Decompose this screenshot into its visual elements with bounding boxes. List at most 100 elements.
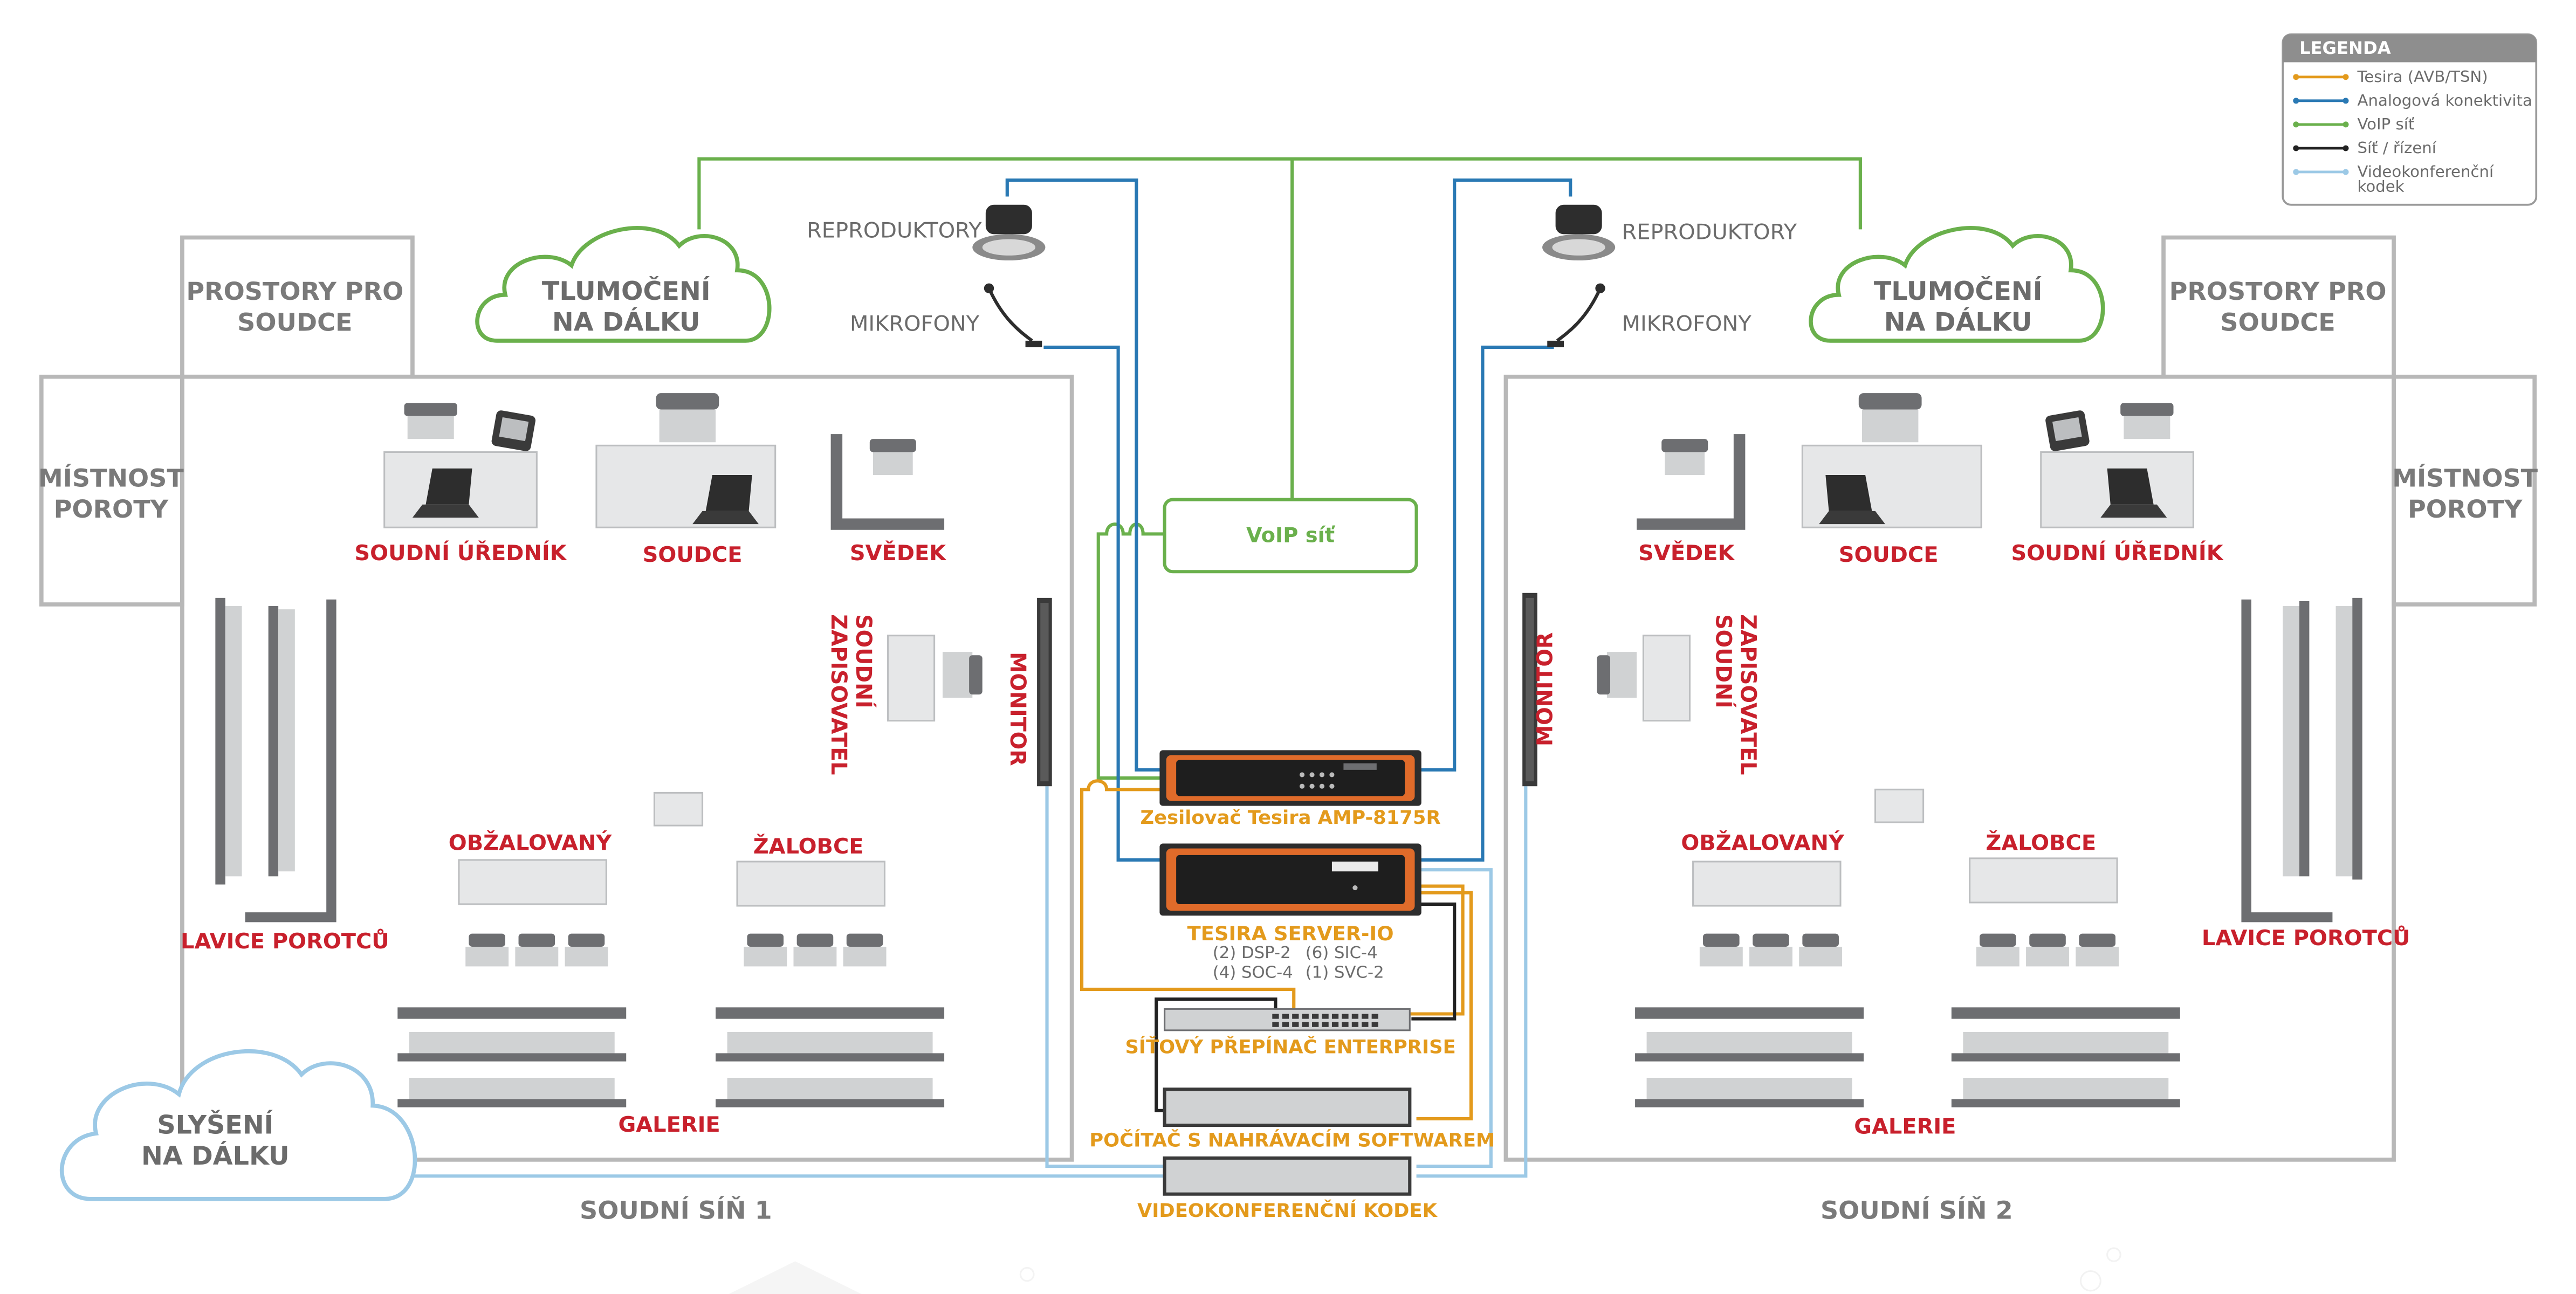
switch-port — [1292, 1014, 1299, 1019]
walls — [39, 235, 2537, 1162]
switch-port — [1351, 1022, 1359, 1027]
microphone-icon — [1547, 284, 1605, 347]
switch-port — [1322, 1022, 1329, 1027]
video-codec — [1163, 1156, 1412, 1196]
switch-port — [1282, 1022, 1289, 1027]
remote-hearing-line1: SLYŠENÍ — [157, 1110, 273, 1140]
jury-box-label-right: LAVICE POROTCŮ — [2202, 925, 2410, 951]
interpretation-cloud-left — [475, 226, 772, 343]
monitor-label-right: MONITOR — [1533, 632, 1557, 746]
jury-room-left-line2: POROTY — [54, 494, 169, 524]
courtroom-2-label: SOUDNÍ SÍŇ 2 — [1821, 1195, 2013, 1224]
switch-port — [1292, 1022, 1299, 1027]
witness-label-right: SVĚDEK — [1638, 540, 1735, 566]
codec-label: VIDEOKONFERENČNÍ KODEK — [1137, 1199, 1438, 1222]
judge-area-left-line2: SOUDCE — [237, 308, 352, 337]
mics-label-right: MIKROFONY — [1622, 312, 1752, 336]
remote-hearing-line2: NA DÁLKU — [141, 1140, 290, 1171]
left-courtroom: TLUMOČENÍ NA DÁLKU REPRODUKTORY MIKROFON… — [38, 204, 1052, 1224]
legend-swatch-dot — [2293, 121, 2299, 128]
legend-title: LEGENDA — [2299, 38, 2391, 58]
gallery-label-right: GALERIE — [1854, 1114, 1956, 1139]
defendant-label-right: OBŽALOVANÝ — [1681, 830, 1845, 856]
speakers-label-right: REPRODUKTORY — [1622, 220, 1797, 245]
voip-network-label: VoIP síť — [1246, 524, 1336, 548]
mics-label-left: MIKROFONY — [850, 312, 980, 336]
legend-item-label: Videokonferenční — [2357, 162, 2494, 181]
switch-port — [1312, 1014, 1319, 1019]
monitor-label-left: MONITOR — [1005, 652, 1030, 766]
microphone-icon — [984, 284, 1042, 347]
remote-hearing-cloud — [59, 1049, 417, 1201]
legend-swatch-dot — [2343, 121, 2349, 128]
legend: LEGENDA Tesira (AVB/TSN)Analogová konekt… — [2282, 33, 2538, 206]
judge-area-right-line1: PROSTORY PRO — [2169, 277, 2387, 306]
courtroom-1-label: SOUDNÍ SÍŇ 1 — [580, 1195, 772, 1224]
switch-port — [1331, 1014, 1339, 1019]
pc-label: POČÍTAČ S NAHRÁVACÍM SOFTWAREM — [1089, 1129, 1495, 1152]
switch-port — [1371, 1014, 1378, 1019]
interpretation-cloud-left-line2: NA DÁLKU — [552, 307, 700, 338]
jury-room-right-line1: MÍSTNOST — [2392, 464, 2538, 493]
switch-port — [1282, 1014, 1289, 1019]
legend-item-label: Analogová konektivita — [2357, 91, 2532, 109]
video-wires — [414, 786, 1528, 1178]
server-cards-l2: (4) SOC-4 — [1213, 963, 1293, 982]
speaker-icon — [972, 204, 1046, 261]
legend-item-label: Síť / řízení — [2357, 139, 2436, 157]
tesira-amplifier — [1159, 750, 1421, 806]
server-label: TESIRA SERVER-IO — [1187, 922, 1394, 945]
analog-wires — [1005, 178, 1572, 862]
witness-label-left: SVĚDEK — [850, 540, 947, 566]
reporter-label-right-line2: ZAPISOVATEL — [1736, 614, 1761, 775]
bottom-decoration — [729, 1247, 2121, 1294]
speaker-icon — [1542, 204, 1616, 261]
gallery-label-left: GALERIE — [618, 1112, 720, 1137]
switch-port — [1362, 1022, 1369, 1027]
speakers-label-left: REPRODUKTORY — [807, 218, 982, 243]
legend-swatch-dot — [2293, 98, 2299, 104]
tesira-server — [1159, 843, 1421, 916]
interpretation-cloud-right — [1809, 226, 2105, 343]
right-courtroom: TLUMOČENÍ NA DÁLKU REPRODUKTORY MIKROFON… — [1522, 204, 2538, 1224]
interpretation-cloud-right-line1: TLUMOČENÍ — [1874, 276, 2043, 306]
legend-swatch-dot — [2293, 169, 2299, 175]
amp-label: Zesilovač Tesira AMP-8175R — [1141, 807, 1441, 829]
judge-label-right: SOUDCE — [1839, 542, 1939, 567]
clerk-label-left: SOUDNÍ ÚŘEDNÍK — [354, 540, 567, 566]
judge-label-left: SOUDCE — [643, 542, 743, 567]
switch-label: SÍŤOVÝ PŘEPÍNAČ ENTERPRISE — [1125, 1035, 1455, 1058]
switch-port — [1371, 1022, 1378, 1027]
server-cards-l1: (2) DSP-2 — [1213, 944, 1291, 962]
legend-swatch-dot — [2343, 145, 2349, 152]
center-equipment: VoIP síť Zesilovač Tesira AMP-8175R TESI… — [1089, 498, 1495, 1222]
reporter-label-left-line2: ZAPISOVATEL — [826, 614, 851, 775]
switch-port — [1272, 1014, 1279, 1019]
clerk-label-right: SOUDNÍ ÚŘEDNÍK — [2011, 540, 2223, 566]
switch-port — [1331, 1022, 1339, 1027]
legend-swatch-dot — [2293, 145, 2299, 152]
server-cards-r2: (1) SVC-2 — [1306, 963, 1384, 982]
network-wires — [1155, 902, 1457, 1112]
jury-room-left-line1: MÍSTNOST — [38, 464, 184, 493]
server-cards-r1: (6) SIC-4 — [1306, 944, 1378, 962]
recording-pc — [1163, 1087, 1412, 1127]
switch-port — [1272, 1022, 1279, 1027]
legend-swatch-dot — [2343, 169, 2349, 175]
legend-item-label: VoIP síť — [2357, 115, 2414, 133]
interpretation-cloud-right-line2: NA DÁLKU — [1884, 307, 2032, 338]
legend-swatch-dot — [2293, 74, 2299, 80]
judge-area-left-line1: PROSTORY PRO — [186, 277, 403, 306]
reporter-label-right-line1: SOUDNÍ — [1711, 614, 1736, 708]
switch-port — [1302, 1022, 1309, 1027]
legend-swatch-dot — [2343, 74, 2349, 80]
tesira-wires — [1080, 779, 1473, 1120]
switch-port — [1312, 1022, 1319, 1027]
prosecutor-label-left: ŽALOBCE — [753, 834, 864, 859]
switch-port — [1351, 1014, 1359, 1019]
defendant-label-left: OBŽALOVANÝ — [449, 830, 613, 856]
switch-port — [1302, 1014, 1309, 1019]
judge-area-right-line2: SOUDCE — [2220, 308, 2335, 337]
legend-item-label-line2: kodek — [2357, 177, 2404, 196]
